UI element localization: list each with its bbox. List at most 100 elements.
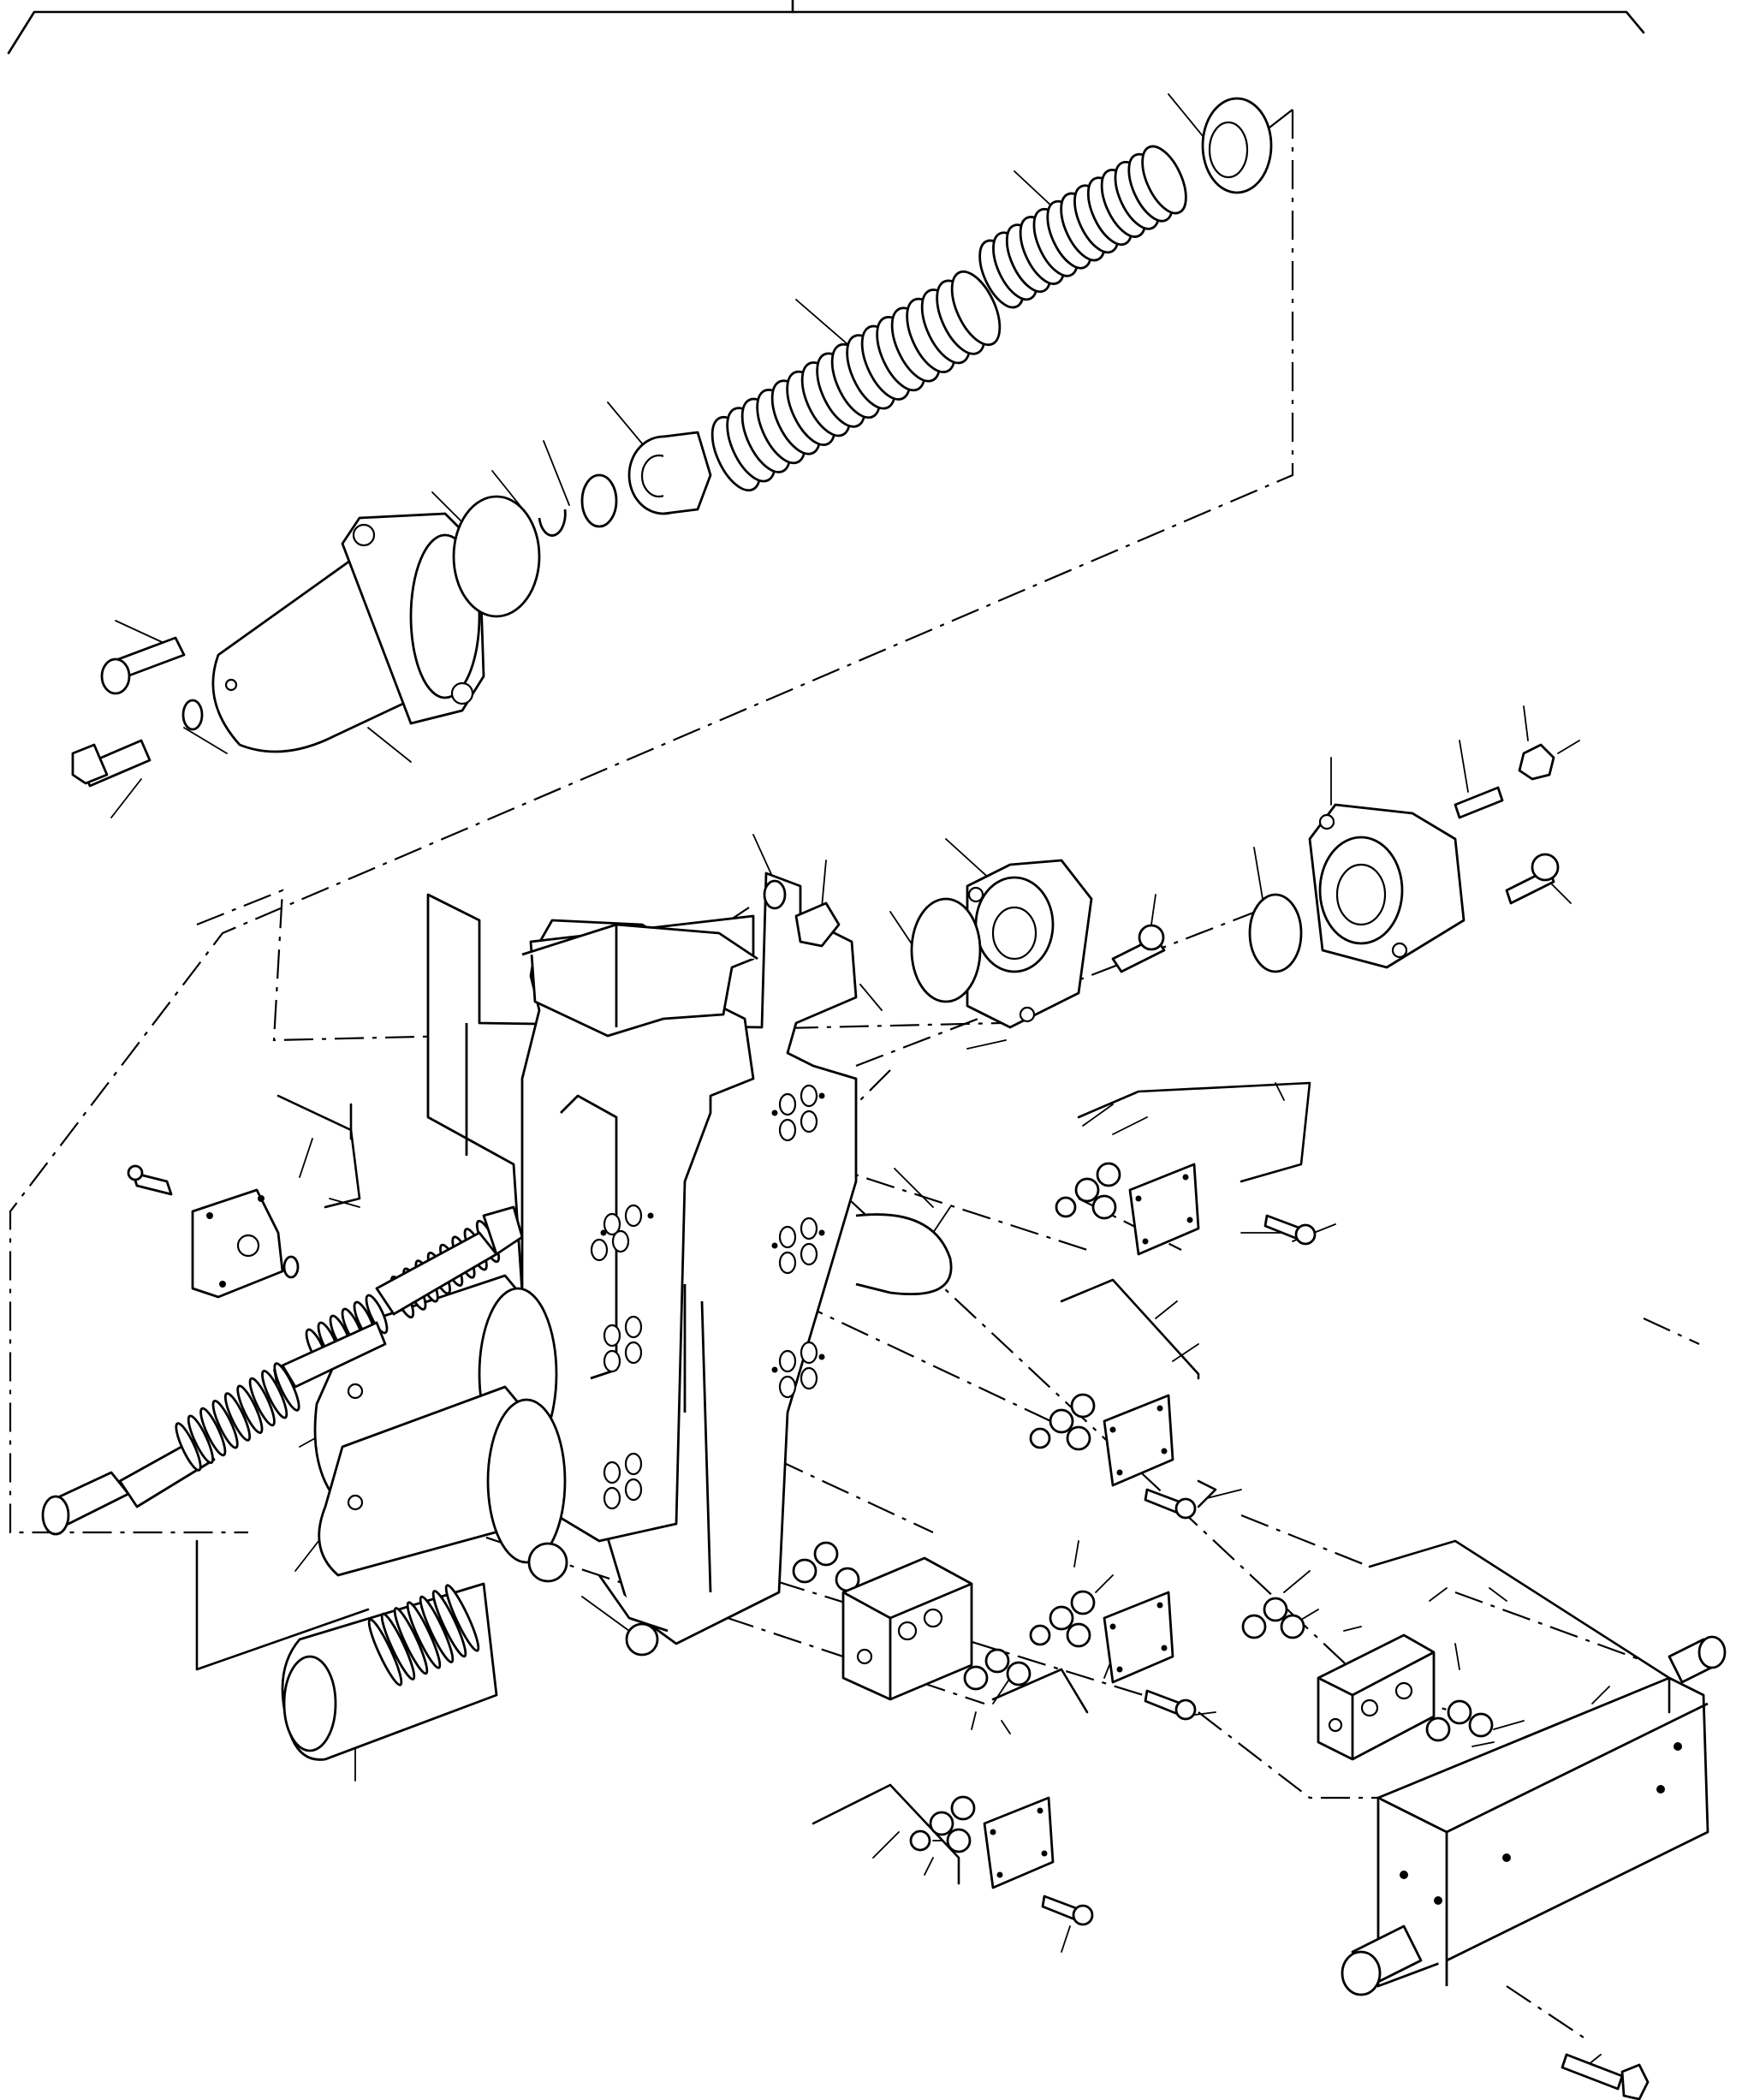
o-ring <box>1029 1427 1051 1449</box>
plate-bolt-hole <box>1182 1174 1189 1181</box>
snap-ring <box>538 509 567 537</box>
callout-leader <box>183 727 228 754</box>
solenoid-block-right <box>1317 1633 1436 1761</box>
callout-leader <box>1493 1720 1525 1730</box>
spring-outer <box>710 270 1002 492</box>
callout-leader <box>1557 740 1580 754</box>
thread-ring <box>367 1618 403 1687</box>
plate-bolt-hole <box>1135 1195 1142 1202</box>
spring-retainer-end <box>1201 97 1273 194</box>
port-hole <box>603 1324 621 1347</box>
o-ring <box>1029 1624 1051 1646</box>
thread-ring <box>419 1595 455 1663</box>
port-hole <box>590 1238 609 1262</box>
o-ring <box>1447 1699 1472 1725</box>
thread-ring <box>211 1400 239 1449</box>
thread-ring <box>175 1422 202 1472</box>
callout-leader <box>894 1168 934 1208</box>
plate-bolt-hole <box>1156 1602 1163 1609</box>
port-hole <box>603 1349 621 1373</box>
callout-leader <box>110 778 142 818</box>
thread-ring <box>187 1414 214 1464</box>
thread-ring <box>223 1392 252 1442</box>
callout-leader <box>1155 1300 1178 1319</box>
plate-bolt-hole <box>1186 1217 1193 1223</box>
cylinder-sleeve-lower <box>281 1582 498 1761</box>
callout-leader <box>945 838 994 883</box>
hex-bolt-lower-left <box>71 739 152 788</box>
o-ring <box>1049 1408 1074 1434</box>
plate-bolt-hole <box>1142 1238 1149 1245</box>
bolt-hole <box>647 1212 654 1219</box>
callout-leader <box>1275 1082 1285 1101</box>
spring-coil <box>1141 145 1187 215</box>
piston-cap-middle <box>966 859 1093 1029</box>
long-bolt <box>1561 2053 1650 2100</box>
cover-plate <box>1103 1591 1174 1684</box>
callout-leader <box>1429 1587 1448 1602</box>
callout-leader <box>1253 847 1263 900</box>
cover-plate-assembly <box>909 1795 1055 1889</box>
callout-leader <box>1150 894 1156 925</box>
thread-ring <box>236 1384 264 1434</box>
cap-screw-head <box>1072 1904 1094 1926</box>
callout-leader <box>1206 1489 1242 1499</box>
callout-leader <box>1112 1116 1148 1135</box>
bolt-left-small <box>127 1164 173 1196</box>
o-ring <box>1096 1162 1121 1187</box>
group-bracket-lines <box>195 1081 1671 1885</box>
o-ring <box>1049 1605 1074 1631</box>
spring-coil <box>950 270 1002 347</box>
port-hole <box>603 1460 621 1484</box>
o-ring <box>950 1795 976 1821</box>
callout-leader <box>299 1138 313 1178</box>
thread-ring <box>431 1590 467 1658</box>
port-hole <box>611 1229 630 1253</box>
cover-plate <box>1103 1394 1174 1487</box>
port-hole <box>624 1452 643 1476</box>
o-ring-left <box>282 1255 300 1279</box>
port-hole <box>778 1251 797 1275</box>
callout-leader <box>821 860 827 908</box>
cover-plate-assembly <box>1055 1162 1200 1256</box>
plate-bolt-hole <box>1116 1666 1123 1673</box>
threaded-fitting-lower <box>1341 1925 1423 1996</box>
o-ring <box>1074 1177 1100 1203</box>
cover-plates <box>792 1162 1494 1926</box>
callout-leader <box>1489 1587 1507 1602</box>
o-ring <box>1066 1622 1091 1648</box>
callout-leader <box>872 1831 900 1859</box>
o-ring <box>1070 1590 1096 1615</box>
callout-leader <box>543 440 570 506</box>
o-ring <box>929 1811 954 1836</box>
thread-ring <box>380 1612 416 1681</box>
plate-bolt-hole <box>1037 1807 1043 1814</box>
o-ring <box>1091 1194 1117 1220</box>
o-ring <box>813 1541 839 1567</box>
callout-leader <box>924 1857 934 1876</box>
solenoid-valve-lower <box>318 1385 567 1577</box>
bolt-hole <box>771 1109 778 1116</box>
o-ring-middle <box>910 897 982 1003</box>
plate-bolt-hole <box>1109 1623 1116 1630</box>
port-hole <box>800 1341 818 1365</box>
o-ring <box>909 1829 931 1852</box>
port-hole <box>624 1315 643 1339</box>
cover-plate-assembly <box>1029 1393 1174 1487</box>
callout-leader <box>1001 1720 1011 1734</box>
callout-leader <box>1073 1540 1079 1568</box>
bolt-hole <box>600 1229 607 1236</box>
spring-inner <box>978 145 1187 309</box>
callout-leader <box>971 1711 977 1730</box>
o-ring <box>1425 1716 1451 1742</box>
port-hole <box>800 1217 818 1240</box>
port-hole <box>800 1242 818 1266</box>
thread-ring <box>444 1584 480 1652</box>
o-ring-right <box>1248 893 1303 973</box>
port-hole <box>800 1109 818 1133</box>
o-ring <box>1066 1425 1091 1451</box>
washer-ring <box>580 473 618 528</box>
callout-leader <box>859 984 883 1011</box>
o-ring <box>792 1558 817 1584</box>
port-hole <box>624 1341 643 1365</box>
